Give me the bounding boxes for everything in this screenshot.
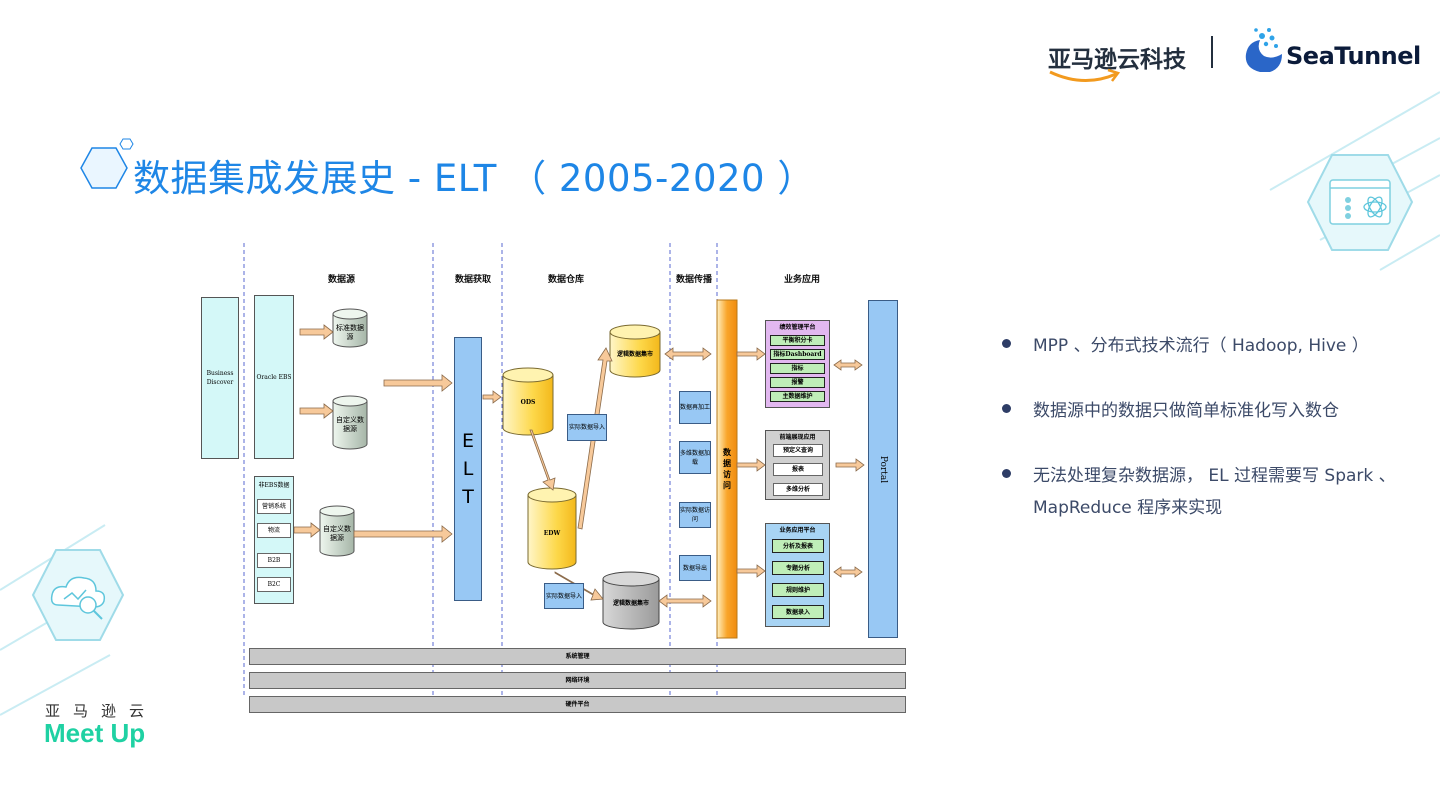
realtime-import-box: 实际数据导入 <box>567 414 607 441</box>
non-ebs-group: 非EBS数据 营销系统 物流 B2B B2C <box>254 476 294 604</box>
propagation-box: 实际数据访问 <box>679 502 711 528</box>
app-module-box: 平衡积分卡 <box>770 335 825 346</box>
flow-arrow <box>529 429 556 491</box>
meetup-brand-en: Meet Up <box>44 718 146 748</box>
header-apps: 业务应用 <box>784 275 821 285</box>
custom-source-label: 自定义数据源 <box>336 416 364 433</box>
app-module-box: 分析及报表 <box>772 539 824 553</box>
propagation-box: 数据导出 <box>679 555 711 581</box>
app-module-box: 报表 <box>773 463 823 476</box>
custom-source-cylinder <box>332 401 368 450</box>
header-sources: 数据源 <box>328 275 356 285</box>
non-ebs-item: B2C <box>257 577 291 592</box>
portal-box: Portal <box>868 300 898 638</box>
logic-mart-label: 逻辑数据集市 <box>616 350 653 358</box>
network-env-bar: 网络环境 <box>249 672 906 689</box>
flow-arrow <box>736 458 766 472</box>
bullet-item: MPP 、分布式技术流行（ Hadoop, Hive ） <box>1000 330 1400 362</box>
system-mgmt-bar: 系统管理 <box>249 648 906 665</box>
edw-label: EDW <box>543 529 561 537</box>
app-window-atom-icon <box>1306 154 1414 251</box>
bidirectional-arrow <box>833 566 863 578</box>
seatunnel-logo-icon <box>1245 28 1282 72</box>
portal-label: Portal <box>878 455 889 483</box>
page-title: 数据集成发展史 - ELT （ 2005-2020 ） <box>133 157 815 200</box>
bullet-item: 数据源中的数据只做简单标准化写入数仓 <box>1000 395 1400 427</box>
flow-arrow <box>383 374 453 392</box>
header-propagate: 数据传播 <box>676 275 713 285</box>
amazon-cloud-logo: 亚马逊云科技 <box>1048 47 1186 73</box>
logic-mart-cylinder-gray <box>602 579 660 630</box>
flow-arrow <box>299 403 334 419</box>
hardware-platform-bar: 硬件平台 <box>249 696 906 713</box>
bullet-list: MPP 、分布式技术流行（ Hadoop, Hive ） 数据源中的数据只做简单… <box>1000 330 1400 557</box>
group-title: 业务应用平台 <box>779 527 816 534</box>
cloud-analytics-icon <box>31 549 125 641</box>
bidirectional-arrow <box>664 347 712 361</box>
ods-label: ODS <box>520 398 536 406</box>
app-module-box: 主数据维护 <box>770 391 825 402</box>
non-ebs-item: B2B <box>257 553 291 568</box>
header-warehouse: 数据仓库 <box>548 275 585 285</box>
perf-platform-group: 绩效管理平台 平衡积分卡 指标Dashboard 指标 报警 主数据维护 <box>765 320 830 408</box>
group-title: 绩效管理平台 <box>779 324 816 331</box>
bullet-item: 无法处理复杂数据源， EL 过程需要写 Spark 、 MapReduce 程序… <box>1000 460 1400 524</box>
non-ebs-title: 非EBS数据 <box>258 481 290 489</box>
frontend-apps-group: 前端展现应用 预定义查询 报表 多维分析 <box>765 430 830 500</box>
bidirectional-arrow <box>658 594 712 608</box>
business-discover-box: Business Discover <box>201 297 239 459</box>
realtime-import-box: 实际数据导入 <box>544 583 584 609</box>
std-source-label: 标准数据源 <box>336 324 364 341</box>
propagation-box: 数据再加工 <box>679 391 711 424</box>
std-source-cylinder <box>332 314 368 348</box>
bullet-dot-icon <box>1002 404 1011 413</box>
bidirectional-arrow <box>833 359 863 371</box>
amazon-smile-icon <box>1049 68 1121 83</box>
title-hexagon-icon <box>80 147 128 189</box>
app-module-box: 预定义查询 <box>773 444 823 457</box>
bullet-dot-icon <box>1002 469 1011 478</box>
flow-arrow <box>835 458 865 472</box>
bullet-text: MPP 、分布式技术流行（ Hadoop, Hive ） <box>1033 336 1369 356</box>
app-module-box: 报警 <box>770 377 825 388</box>
non-ebs-item: 营销系统 <box>257 499 291 514</box>
logic-mart-cylinder <box>609 332 661 378</box>
flow-arrow <box>736 564 766 578</box>
app-module-box: 指标Dashboard <box>770 349 825 360</box>
app-module-box: 多维分析 <box>773 483 823 496</box>
elt-box: E L T <box>454 337 482 601</box>
data-access-bar <box>716 299 738 639</box>
bullet-text: 数据源中的数据只做简单标准化写入数仓 <box>1033 401 1339 421</box>
custom-source-label: 自定义数据源 <box>323 525 351 542</box>
bullet-text: 无法处理复杂数据源， EL 过程需要写 Spark 、 MapReduce 程序… <box>1033 466 1396 518</box>
flow-arrow <box>482 390 502 404</box>
header-extract: 数据获取 <box>455 275 492 285</box>
non-ebs-item: 物流 <box>257 523 291 538</box>
app-module-box: 数据录入 <box>772 605 824 619</box>
app-module-box: 指标 <box>770 363 825 374</box>
ods-cylinder <box>502 375 554 436</box>
flow-arrow <box>293 522 321 538</box>
edw-cylinder <box>527 495 577 570</box>
meetup-brand-cn: 亚马逊云 <box>45 702 158 720</box>
bullet-dot-icon <box>1002 339 1011 348</box>
flow-arrow <box>736 347 766 361</box>
custom-source-cylinder <box>319 511 355 557</box>
biz-platform-group: 业务应用平台 分析及报表 专题分析 规则维护 数据录入 <box>765 523 830 627</box>
data-access-label: 数据访问 <box>723 447 731 490</box>
app-module-box: 专题分析 <box>772 561 824 575</box>
seatunnel-logo-text: SeaTunnel <box>1286 42 1421 70</box>
oracle-ebs-box: Oracle EBS <box>254 295 294 459</box>
flow-arrow <box>299 324 334 340</box>
logo-divider <box>1211 36 1213 68</box>
logic-mart-label: 逻辑数据集市 <box>612 599 649 607</box>
app-module-box: 规则维护 <box>772 583 824 597</box>
flow-arrow <box>353 525 453 543</box>
group-title: 前端展现应用 <box>779 434 816 441</box>
propagation-box: 多维数据加载 <box>679 441 711 474</box>
